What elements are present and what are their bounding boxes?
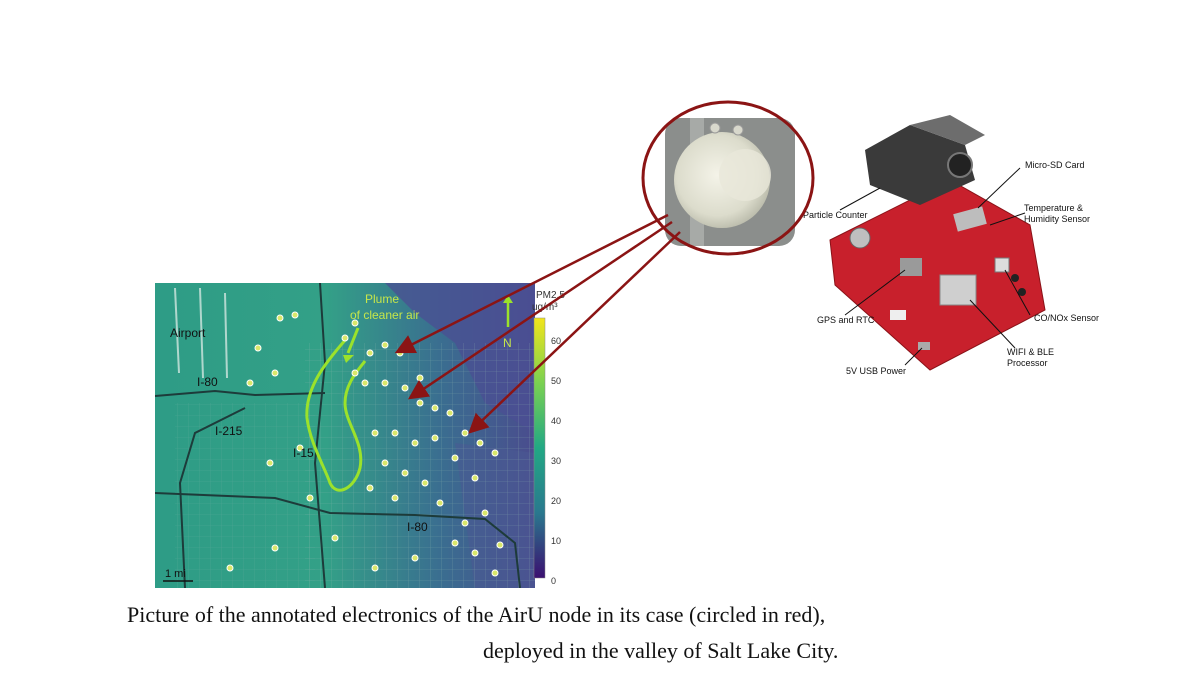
legend-tick-10: 10 [551, 536, 561, 546]
button-2 [1018, 288, 1026, 296]
plume-label-2: of cleaner air [350, 308, 419, 322]
label-micro-sd: Micro-SD Card [1025, 160, 1085, 170]
rtc-battery [849, 227, 871, 249]
legend-tick-0: 0 [551, 576, 556, 586]
label-wifi-ble-2: Processor [1007, 358, 1048, 368]
plume-label: Plume [365, 292, 399, 306]
north-label: N [503, 336, 512, 350]
gas-sensor [994, 257, 1010, 273]
plume-outline [305, 337, 367, 492]
label-particle-counter: Particle Counter [803, 210, 868, 220]
legend-title: PM2.5 [536, 290, 565, 301]
label-gps-rtc: GPS and RTC [817, 315, 875, 325]
air-quality-map: PM2.5 ug/m³ 60 50 40 30 20 10 0 Plume of… [155, 283, 565, 588]
plume-arrow [346, 327, 360, 354]
label-wifi-ble-1: WIFI & BLE [1007, 347, 1055, 357]
freeway-i15 [313, 283, 327, 588]
airu-case-photo [665, 118, 795, 246]
microsd-slot [953, 206, 987, 232]
connector-header [890, 310, 906, 320]
particle-counter-module [865, 115, 985, 205]
label-usb-power: 5V USB Power [846, 366, 907, 376]
scale-label: 1 mi [165, 568, 186, 580]
label-temp-humidity-2: Humidity Sensor [1024, 214, 1091, 224]
airport-label: Airport [170, 326, 206, 340]
freeway-i215 [178, 407, 246, 588]
red-circle-highlight [641, 100, 815, 256]
airport-runways [174, 287, 228, 379]
legend-tick-50: 50 [551, 376, 561, 386]
freeway-i80-east [155, 492, 521, 588]
pcb-illustration [829, 115, 1046, 371]
legend-unit: ug/m³ [532, 302, 558, 313]
button-1 [1011, 274, 1019, 282]
sensor-markers [226, 311, 504, 577]
electronics-board-diagram: Particle Counter Micro-SD Card Temperatu… [800, 110, 1120, 390]
leader-lines [839, 167, 1031, 366]
i80-west-label: I-80 [197, 375, 218, 389]
i80-east-label: I-80 [407, 520, 428, 534]
label-temp-humidity-1: Temperature & [1024, 203, 1084, 213]
plume-arrow-head [343, 355, 354, 363]
legend-ticks: 60 50 40 30 20 10 0 [551, 336, 561, 586]
freeway-i80-west [155, 389, 326, 397]
caption-line-1: Picture of the annotated electronics of … [127, 602, 826, 627]
caption-line-2: deployed in the valley of Salt Lake City… [483, 638, 839, 663]
legend-tick-30: 30 [551, 456, 561, 466]
gps-module [900, 258, 922, 276]
legend-colorbar [533, 317, 546, 579]
legend-tick-20: 20 [551, 496, 561, 506]
label-co-nox: CO/NOx Sensor [1034, 313, 1100, 323]
legend-tick-40: 40 [551, 416, 561, 426]
i15-label: I-15 [293, 446, 314, 460]
usb-port [918, 342, 930, 350]
legend-tick-60: 60 [551, 336, 561, 346]
i215-label: I-215 [215, 424, 243, 438]
